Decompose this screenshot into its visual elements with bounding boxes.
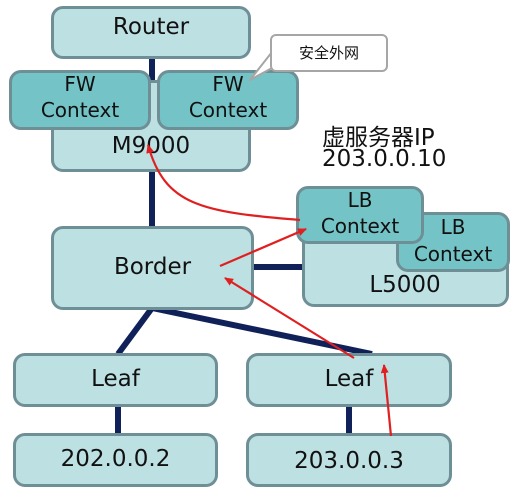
leaf-left-label: Leaf (91, 366, 140, 392)
fw-context-2 (157, 70, 299, 130)
lb-context-1-line1: LB (347, 188, 373, 212)
fw-context-1 (9, 70, 151, 130)
leaf-left-node (13, 353, 218, 407)
border-node (51, 226, 254, 310)
host-right-label: 203.0.0.3 (294, 448, 404, 474)
leaf-right-label: Leaf (324, 366, 374, 392)
l5000-label: L5000 (369, 272, 441, 298)
flow-border-to-lb (219, 227, 307, 268)
link-border-leaf-left (115, 306, 155, 356)
flow-leaf-to-border (224, 277, 355, 359)
router-node (51, 6, 251, 59)
border-label: Border (113, 254, 192, 280)
lb-context-1-line2: Context (320, 214, 400, 238)
callout-box (270, 34, 388, 72)
host-left-label: 202.0.0.2 (60, 446, 171, 472)
fw-context-1-line1: FW (64, 72, 96, 96)
virtual-server-ip: 203.0.0.10 (322, 146, 447, 172)
leaf-right-node (246, 353, 452, 407)
flow-host-to-leaf (380, 364, 393, 437)
router-label: Router (112, 14, 190, 40)
fw-context-1-line2: Context (40, 98, 120, 122)
lb-context-1 (296, 186, 424, 244)
host-right-node (246, 433, 452, 487)
fw-context-2-line1: FW (212, 72, 244, 96)
lb-context-2-line2: Context (413, 242, 493, 266)
virtual-server-title: 虚服务器IP (322, 125, 435, 151)
callout-text: 安全外网 (298, 44, 359, 62)
host-left-node (13, 433, 218, 487)
lb-context-2-line1: LB (440, 215, 466, 239)
flow-lb-to-fw (146, 144, 301, 222)
fw-context-2-line2: Context (188, 98, 268, 122)
